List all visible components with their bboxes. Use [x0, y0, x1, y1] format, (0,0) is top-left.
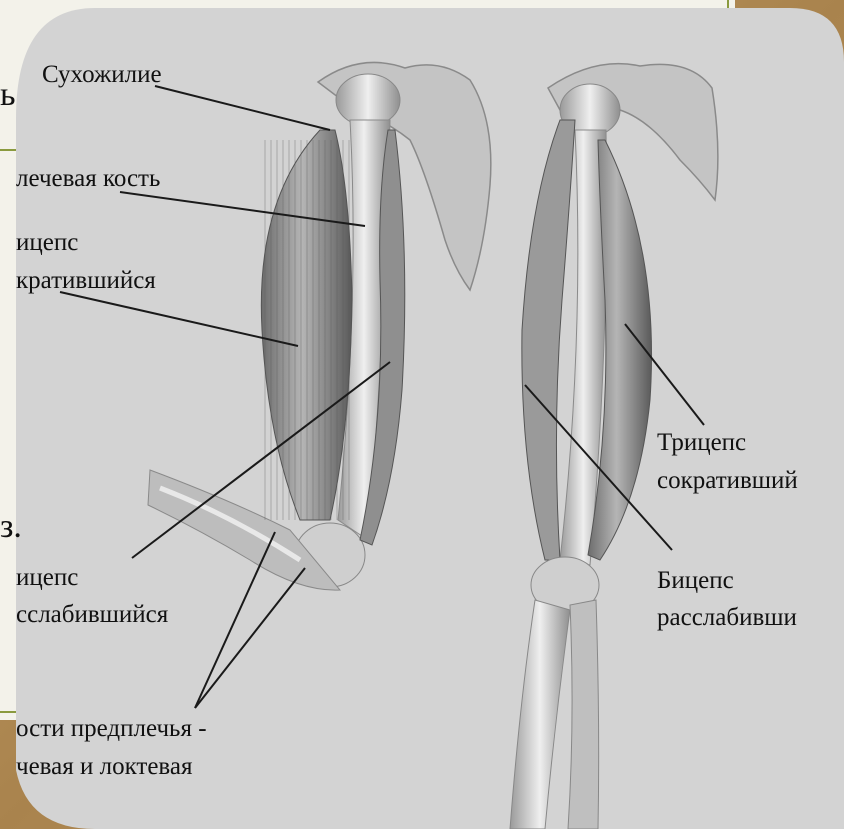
label-biceps-relaxed-right-2: расслабивши — [657, 603, 797, 632]
label-biceps-contracted-1: ицепс — [16, 228, 78, 257]
slide-text-fragment: ь — [0, 78, 16, 112]
label-forearm-bones-1: ости предплечья - — [16, 714, 207, 743]
label-biceps-relaxed-right-1: Бицепс — [657, 566, 734, 595]
label-triceps-contracted-1: Трицепс — [657, 428, 746, 457]
label-humerus: лечевая кость — [16, 164, 160, 193]
label-biceps-relaxed-left-1: ицепс — [16, 563, 78, 592]
slide-text-fragment: з. — [0, 510, 22, 544]
label-triceps-contracted-2: сокративший — [657, 466, 798, 495]
label-forearm-bones-2: чевая и локтевая — [16, 752, 193, 781]
label-biceps-relaxed-left-2: сслабившийся — [16, 600, 168, 629]
label-tendon: Сухожилие — [42, 60, 162, 89]
label-biceps-contracted-2: кратившийся — [16, 266, 156, 295]
